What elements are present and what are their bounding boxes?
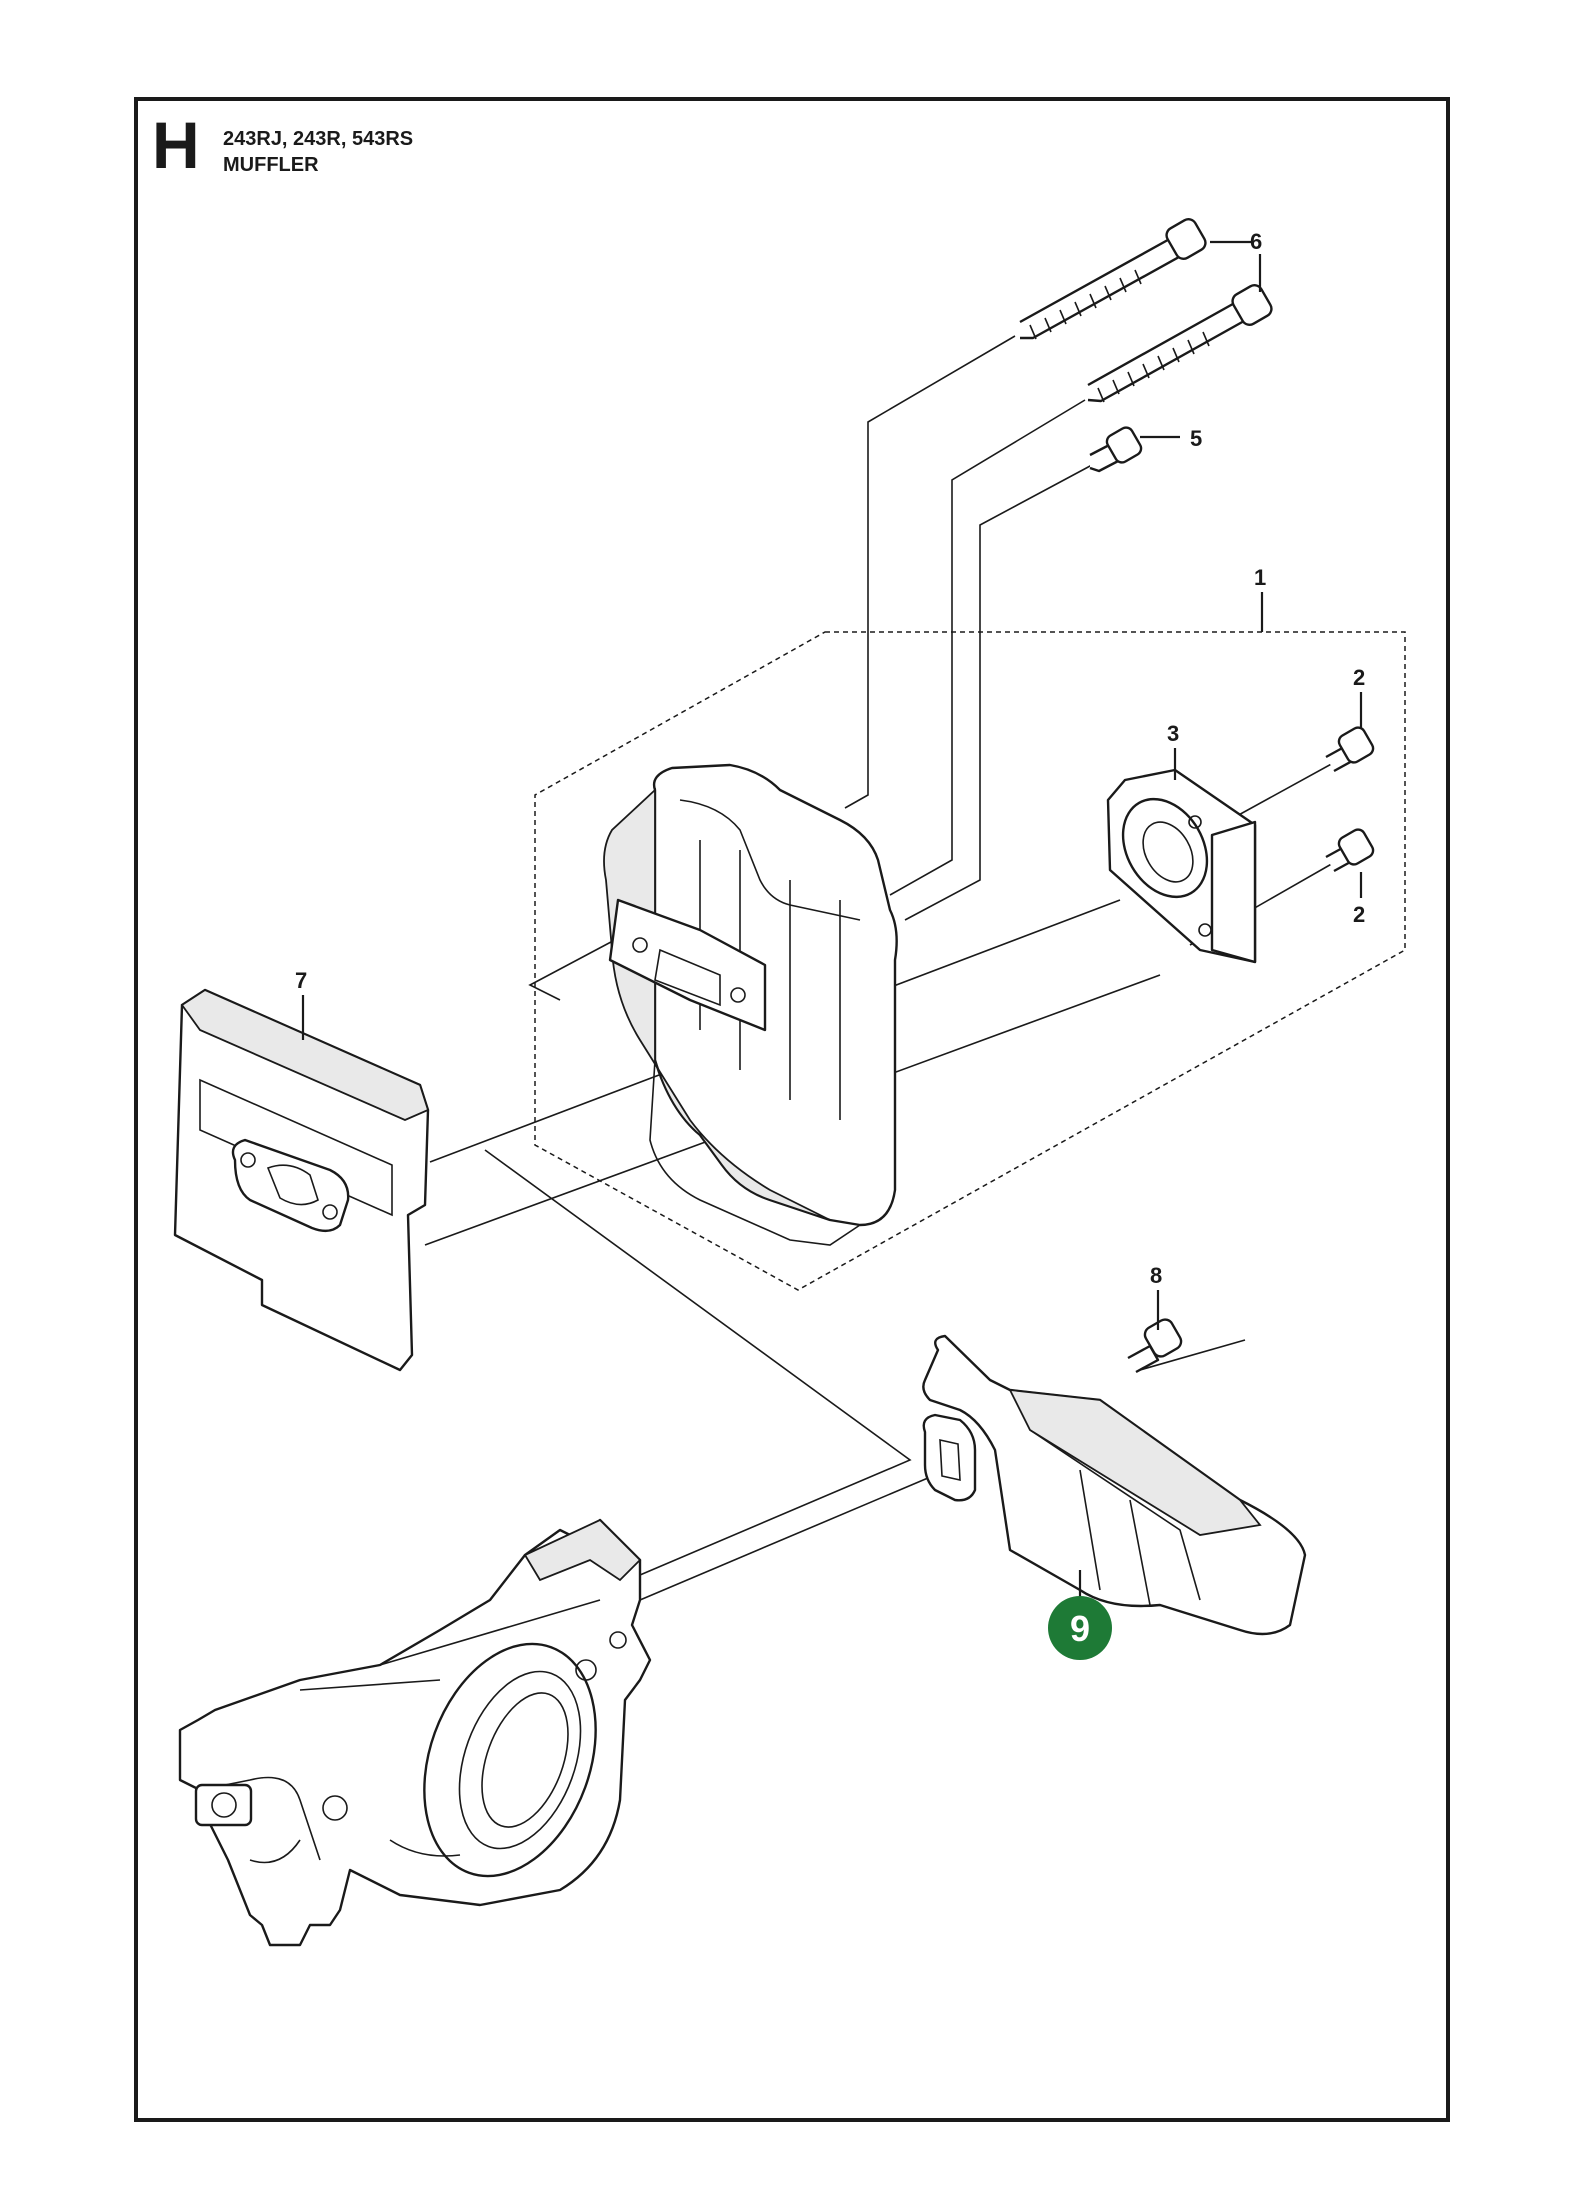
screw-lower bbox=[1325, 828, 1375, 873]
highlight-circle bbox=[1048, 1596, 1112, 1660]
callout-1: 1 bbox=[1254, 565, 1266, 590]
screw-guard bbox=[1127, 1318, 1183, 1374]
callout-6: 6 bbox=[1250, 229, 1262, 254]
long-bolt-upper bbox=[1019, 218, 1207, 340]
cylinder-crankcase bbox=[178, 1518, 652, 1947]
highlight-label: 9 bbox=[1070, 1608, 1090, 1649]
callout-5: 5 bbox=[1190, 426, 1202, 451]
short-screw bbox=[1089, 426, 1143, 473]
heat-shield-plate bbox=[173, 988, 430, 1372]
muffler-guard bbox=[922, 1334, 1307, 1636]
highlight-callout-9: 9 bbox=[1048, 1596, 1112, 1660]
callout-2-upper: 2 bbox=[1353, 665, 1365, 690]
callout-7: 7 bbox=[295, 968, 307, 993]
part-callouts: 6 5 1 2 3 2 7 8 bbox=[295, 229, 1365, 1288]
callout-2-lower: 2 bbox=[1353, 902, 1365, 927]
section-letter: H bbox=[152, 108, 200, 182]
diagram-header: 243RJ, 243R, 543RS MUFFLER bbox=[223, 126, 413, 178]
callout-3: 3 bbox=[1167, 721, 1179, 746]
diagram-title: MUFFLER bbox=[223, 154, 319, 176]
spark-arrester-plate bbox=[1106, 768, 1257, 964]
screw-upper bbox=[1325, 726, 1375, 773]
diagram-frame bbox=[134, 97, 1450, 2122]
long-bolt-lower bbox=[1087, 284, 1273, 403]
callout-8: 8 bbox=[1150, 1263, 1162, 1288]
model-list: 243RJ, 243R, 543RS bbox=[223, 128, 414, 150]
muffler-body bbox=[603, 763, 898, 1246]
muffler-kit-boundary bbox=[534, 631, 1406, 1291]
